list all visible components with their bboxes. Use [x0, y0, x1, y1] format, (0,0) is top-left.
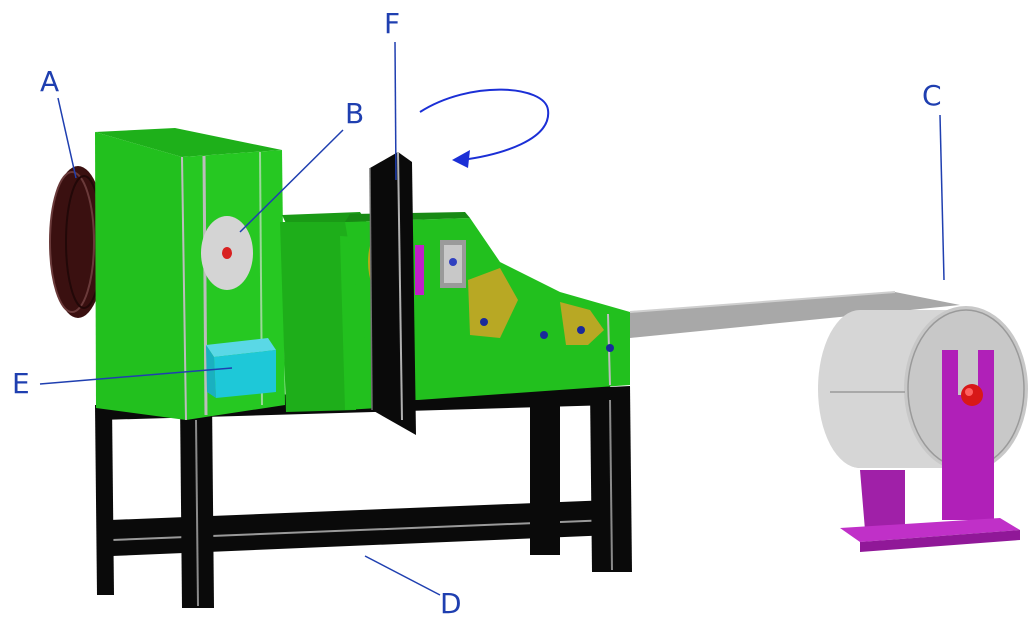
support-base: [840, 518, 1020, 542]
stand-leg-front-left: [95, 405, 114, 595]
mounting-plate-right: [560, 302, 604, 345]
leader-line-d: [364, 555, 441, 596]
label-d: D: [440, 587, 462, 620]
mounting-plates: [468, 268, 614, 352]
housing-top: [95, 128, 282, 157]
machine-body: [95, 128, 630, 421]
roller-axle-knob: [961, 384, 983, 406]
drive-pulley: [49, 166, 106, 318]
housing-side: [95, 132, 186, 420]
label-a: A: [40, 65, 60, 98]
blade-plate: [370, 152, 416, 435]
stand-leg-back: [530, 390, 560, 555]
label-b: B: [345, 97, 365, 130]
stand-bottom-rail: [110, 500, 612, 556]
cutting-blade: [369, 151, 416, 435]
motor-box-front: [214, 350, 276, 398]
motor-box: [206, 338, 276, 398]
leader-line-c: [939, 114, 945, 281]
material-strip: [630, 292, 960, 338]
control-panel: [440, 240, 466, 288]
slot-indicator: [415, 245, 424, 295]
leader-lines: [39, 41, 945, 596]
label-c: C: [922, 79, 942, 112]
roller-support: [840, 350, 1020, 552]
leader-line-f: [394, 41, 397, 181]
leader-line-e: [39, 367, 233, 385]
pulley-disc: [50, 166, 106, 318]
feed-roller: [818, 306, 1028, 472]
leader-line-b: [239, 129, 344, 233]
grinding-disc: [201, 216, 253, 290]
label-f: F: [384, 7, 401, 40]
leader-line-a: [57, 97, 77, 179]
middle-block-side: [280, 222, 356, 412]
rotation-arrow-icon: [419, 88, 550, 161]
label-e: E: [12, 367, 30, 400]
